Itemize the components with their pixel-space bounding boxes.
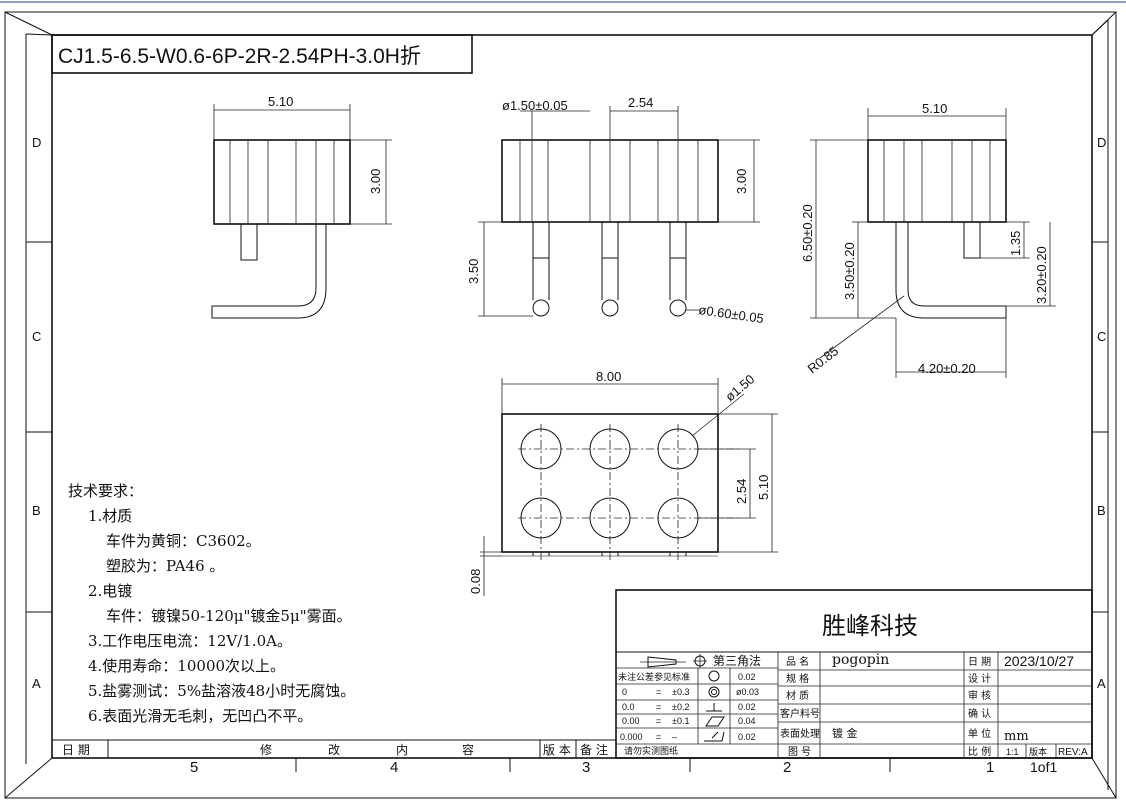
company-name: 胜峰科技 [822, 612, 918, 640]
tolerance-sym-value: 0.02 [738, 672, 756, 682]
revision-date-label: 日 期 [62, 743, 90, 757]
note-line: 3.工作电压电流：12V/1.0A。 [88, 632, 292, 650]
tolerance-key: 0 [622, 687, 627, 697]
side-height-dim: 3.00 [734, 169, 749, 194]
revision-modify-char: 修 [260, 742, 272, 757]
revision-row: 日 期 修 改 内 容 版 本 备 注 [52, 739, 616, 758]
front-width-dim: 5.10 [268, 94, 293, 109]
note-line: 车件为黄铜：C3602。 [106, 532, 261, 550]
label-unit: 单 位 [968, 727, 991, 740]
value-product: pogopin [832, 652, 889, 668]
right-view: 5.10 6.50±0.20 3.50±0.20 1.35 3.20±0.20 … [800, 101, 1056, 378]
value-unit: mm [1004, 729, 1029, 744]
tolerance-sym-value: 0.04 [738, 716, 756, 726]
tolerance-eq: = [656, 732, 661, 742]
tolerance-eq: = [656, 716, 661, 726]
tolerance-value: ±0.1 [672, 716, 689, 726]
zone-row-a-right: A [1097, 676, 1106, 691]
value-date: 2023/10/27 [1004, 653, 1074, 669]
value-revision: REV:A [1058, 747, 1088, 758]
right-bent-length-dim: 4.20±0.20 [918, 361, 976, 376]
drawing-note: 请勿实测图纸 [624, 745, 678, 757]
note-line: 5.盐雾测试：5%盐溶液48小时无腐蚀。 [88, 682, 355, 700]
tolerance-eq: = [656, 687, 661, 697]
tolerance-value: ±0.3 [672, 687, 689, 697]
top-width-dim: 5.10 [756, 475, 771, 500]
note-line: 塑胶为：PA46 。 [106, 557, 224, 575]
inner-frame [51, 34, 1093, 759]
right-short-pin-dim: 1.35 [1008, 231, 1023, 256]
revision-modify-char: 改 [328, 743, 340, 757]
tolerance-eq: = [656, 702, 661, 712]
top-length-dim: 8.00 [596, 369, 621, 384]
zone-row-d-left: D [32, 135, 41, 150]
tolerance-header: 未注公差参见标准 [618, 671, 690, 683]
note-line: 4.使用寿命：10000次以上。 [88, 657, 285, 675]
label-date: 日 期 [968, 656, 991, 668]
tolerance-sym-value: ø0.03 [736, 687, 759, 697]
top-view: 8.00 ø1.50 2.54 5.10 0.08 [468, 369, 778, 596]
front-view: 5.10 3.00 [211, 94, 392, 319]
zone-col-5: 5 [190, 759, 198, 776]
label-material: 材 质 [786, 689, 809, 702]
zone-row-a-left: A [32, 676, 41, 691]
tolerance-key: 0.00 [622, 716, 640, 726]
front-height-dim: 3.00 [368, 169, 383, 194]
zone-col-2: 2 [783, 759, 791, 776]
zone-col-4: 4 [390, 759, 398, 776]
label-review: 审 核 [968, 689, 991, 702]
label-design: 设 计 [968, 672, 991, 685]
right-width-dim: 5.10 [922, 101, 947, 116]
value-surface: 镀 金 [832, 726, 858, 740]
outer-frame [4, 11, 1117, 799]
revision-remark-label: 备 注 [580, 742, 608, 757]
tolerance-key: 0.000 [620, 732, 643, 742]
label-drawing-no: 图 号 [788, 746, 811, 758]
projection-label: 第三角法 [713, 654, 761, 668]
right-pin-bend-dim: 3.50±0.20 [842, 242, 857, 300]
label-version: 版本 [1029, 746, 1047, 758]
note-line: 2.电镀 [88, 582, 132, 600]
zone-row-c-right: C [1097, 329, 1106, 344]
label-scale: 比 例 [968, 745, 991, 758]
label-surface: 表面处理 [780, 727, 820, 740]
title-block: 胜峰科技 第三角法 未注公差参见标准 [615, 589, 1093, 759]
top-gap-dim: 0.08 [468, 569, 483, 594]
right-bent-drop-dim: 3.20±0.20 [1034, 246, 1049, 304]
tolerance-value: ±0.2 [672, 702, 689, 712]
label-confirm: 确 认 [968, 707, 991, 720]
note-line: 1.材质 [88, 507, 132, 525]
tolerance-value: – [672, 732, 677, 742]
value-scale: 1:1 [1006, 747, 1019, 757]
revision-modify-char: 内 [396, 743, 408, 757]
drawing-title: CJ1.5-6.5-W0.6-6P-2R-2.54PH-3.0H折 [58, 45, 421, 68]
label-spec: 规 格 [786, 672, 809, 685]
revision-modify-char: 容 [462, 742, 474, 757]
notes-heading: 技术要求： [68, 482, 143, 500]
zone-col-1: 1 [986, 759, 994, 776]
label-product: 品 名 [786, 655, 809, 668]
zone-col-3: 3 [582, 759, 590, 776]
label-customer-no: 客户料号 [780, 707, 820, 720]
side-diameter-dim: ø1.50±0.05 [502, 98, 568, 113]
tolerance-key: 0.0 [622, 702, 635, 712]
note-line: 6.表面光滑无毛刺，无凹凸不平。 [88, 707, 312, 725]
revision-version-label: 版 本 [543, 743, 571, 757]
side-pitch-dim: 2.54 [628, 95, 653, 110]
zone-row-b-left: B [32, 503, 41, 518]
sheet-number: 1of1 [1030, 759, 1057, 775]
tolerance-sym-value: 0.02 [738, 732, 756, 742]
technical-notes: 技术要求： 1.材质 车件为黄铜：C3602。 塑胶为：PA46 。 2.电镀 … [68, 482, 355, 725]
top-pitch-dim: 2.54 [734, 479, 749, 504]
note-line: 车件：镀镍50-120μ"镀金5μ"雾面。 [106, 607, 352, 625]
zone-row-d-right: D [1097, 135, 1106, 150]
tolerance-sym-value: 0.02 [738, 702, 756, 712]
zone-row-b-right: B [1097, 503, 1106, 518]
side-pin-length-dim: 3.50 [466, 259, 481, 284]
zone-row-c-left: C [32, 329, 41, 344]
title-box [51, 34, 473, 74]
right-total-height-dim: 6.50±0.20 [800, 204, 815, 262]
